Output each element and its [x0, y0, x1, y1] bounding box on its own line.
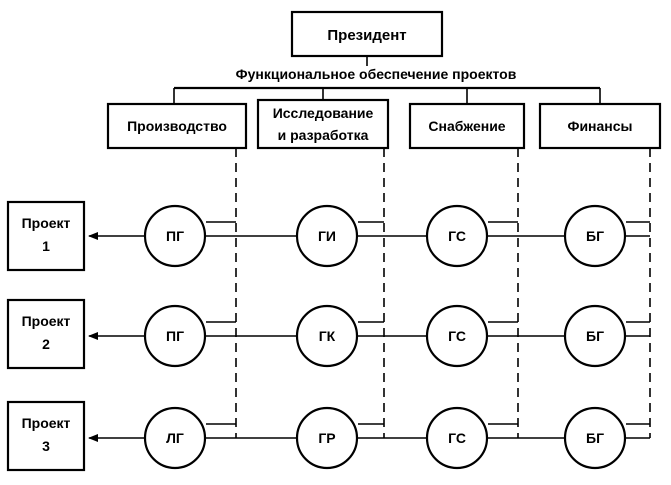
dashed-ticks: [206, 221, 650, 425]
department-supply-label: Снабжение: [428, 118, 505, 134]
node-3-production: ЛГ: [143, 406, 207, 470]
node-1-research: ГИ: [295, 204, 359, 268]
department-supply: Снабжение: [408, 102, 526, 150]
project-3-number: 3: [42, 438, 50, 454]
node-1-supply: ГС: [425, 204, 489, 268]
node-label: БГ: [586, 228, 604, 244]
node-label: ГС: [448, 430, 466, 446]
project-row-3: Проект 3 ЛГ ГР ГС БГ: [6, 400, 650, 472]
project-row-1: Проект 1 ПГ ГИ ГС БГ: [6, 200, 650, 272]
department-finance-label: Финансы: [568, 118, 633, 134]
node-3-finance: БГ: [563, 406, 627, 470]
node-1-production: ПГ: [143, 204, 207, 268]
node-label: ГС: [448, 328, 466, 344]
project-1-label: Проект: [22, 215, 71, 231]
department-finance: Финансы: [538, 102, 662, 150]
node-label: БГ: [586, 430, 604, 446]
node-label: ПГ: [166, 228, 184, 244]
project-1-number: 1: [42, 238, 50, 254]
president-node: Президент: [290, 10, 444, 58]
node-3-research: ГР: [295, 406, 359, 470]
node-label: ПГ: [166, 328, 184, 344]
node-1-finance: БГ: [563, 204, 627, 268]
node-label: ЛГ: [166, 430, 184, 446]
project-2-number: 2: [42, 336, 50, 352]
project-2-label: Проект: [22, 313, 71, 329]
node-label: ГР: [318, 430, 335, 446]
node-2-research: ГК: [295, 304, 359, 368]
node-label: БГ: [586, 328, 604, 344]
node-label: ГК: [319, 328, 336, 344]
node-label: ГИ: [318, 228, 336, 244]
node-2-finance: БГ: [563, 304, 627, 368]
functional-support-label: Функциональное обеспечение проектов: [236, 66, 517, 82]
node-label: ГС: [448, 228, 466, 244]
project-3-label: Проект: [22, 415, 71, 431]
department-research: Исследование и разработка: [256, 98, 390, 150]
project-row-2: Проект 2 ПГ ГК ГС БГ: [6, 298, 650, 370]
node-3-supply: ГС: [425, 406, 489, 470]
node-2-production: ПГ: [143, 304, 207, 368]
department-production-label: Производство: [127, 118, 227, 134]
department-research-label-line2: и разработка: [278, 127, 369, 143]
president-label: Президент: [327, 27, 406, 44]
node-2-supply: ГС: [425, 304, 489, 368]
department-research-label-line1: Исследование: [273, 105, 374, 121]
department-production: Производство: [106, 102, 248, 150]
